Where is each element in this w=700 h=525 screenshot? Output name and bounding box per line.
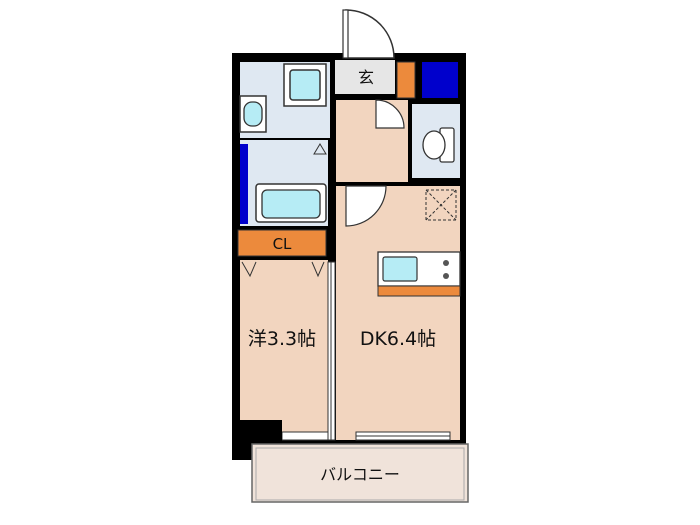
wash-basin	[239, 95, 267, 133]
hallway-door	[375, 99, 405, 129]
balcony-label: バルコニー	[320, 465, 400, 484]
washroom-partition	[330, 62, 335, 138]
western-room	[240, 260, 328, 440]
toilet-icon	[422, 127, 455, 163]
dk-room-label: DK6.4帖	[360, 328, 436, 350]
entrance-floor	[335, 60, 395, 94]
window-western	[281, 431, 329, 441]
closet	[237, 229, 327, 257]
closet-label: CL	[273, 235, 292, 253]
shoe-cabinet	[396, 61, 416, 99]
kitchen-counter	[377, 251, 461, 297]
refrigerator-space	[425, 189, 457, 221]
entrance-label: 玄	[358, 68, 374, 87]
entrance-door	[342, 9, 395, 59]
dk-room	[336, 186, 460, 440]
balcony	[251, 443, 469, 503]
dk-door	[345, 185, 387, 227]
bathroom-storage-strip	[240, 144, 248, 224]
storage-blue	[422, 62, 458, 98]
western-room-label: 洋3.3帖	[248, 328, 316, 350]
